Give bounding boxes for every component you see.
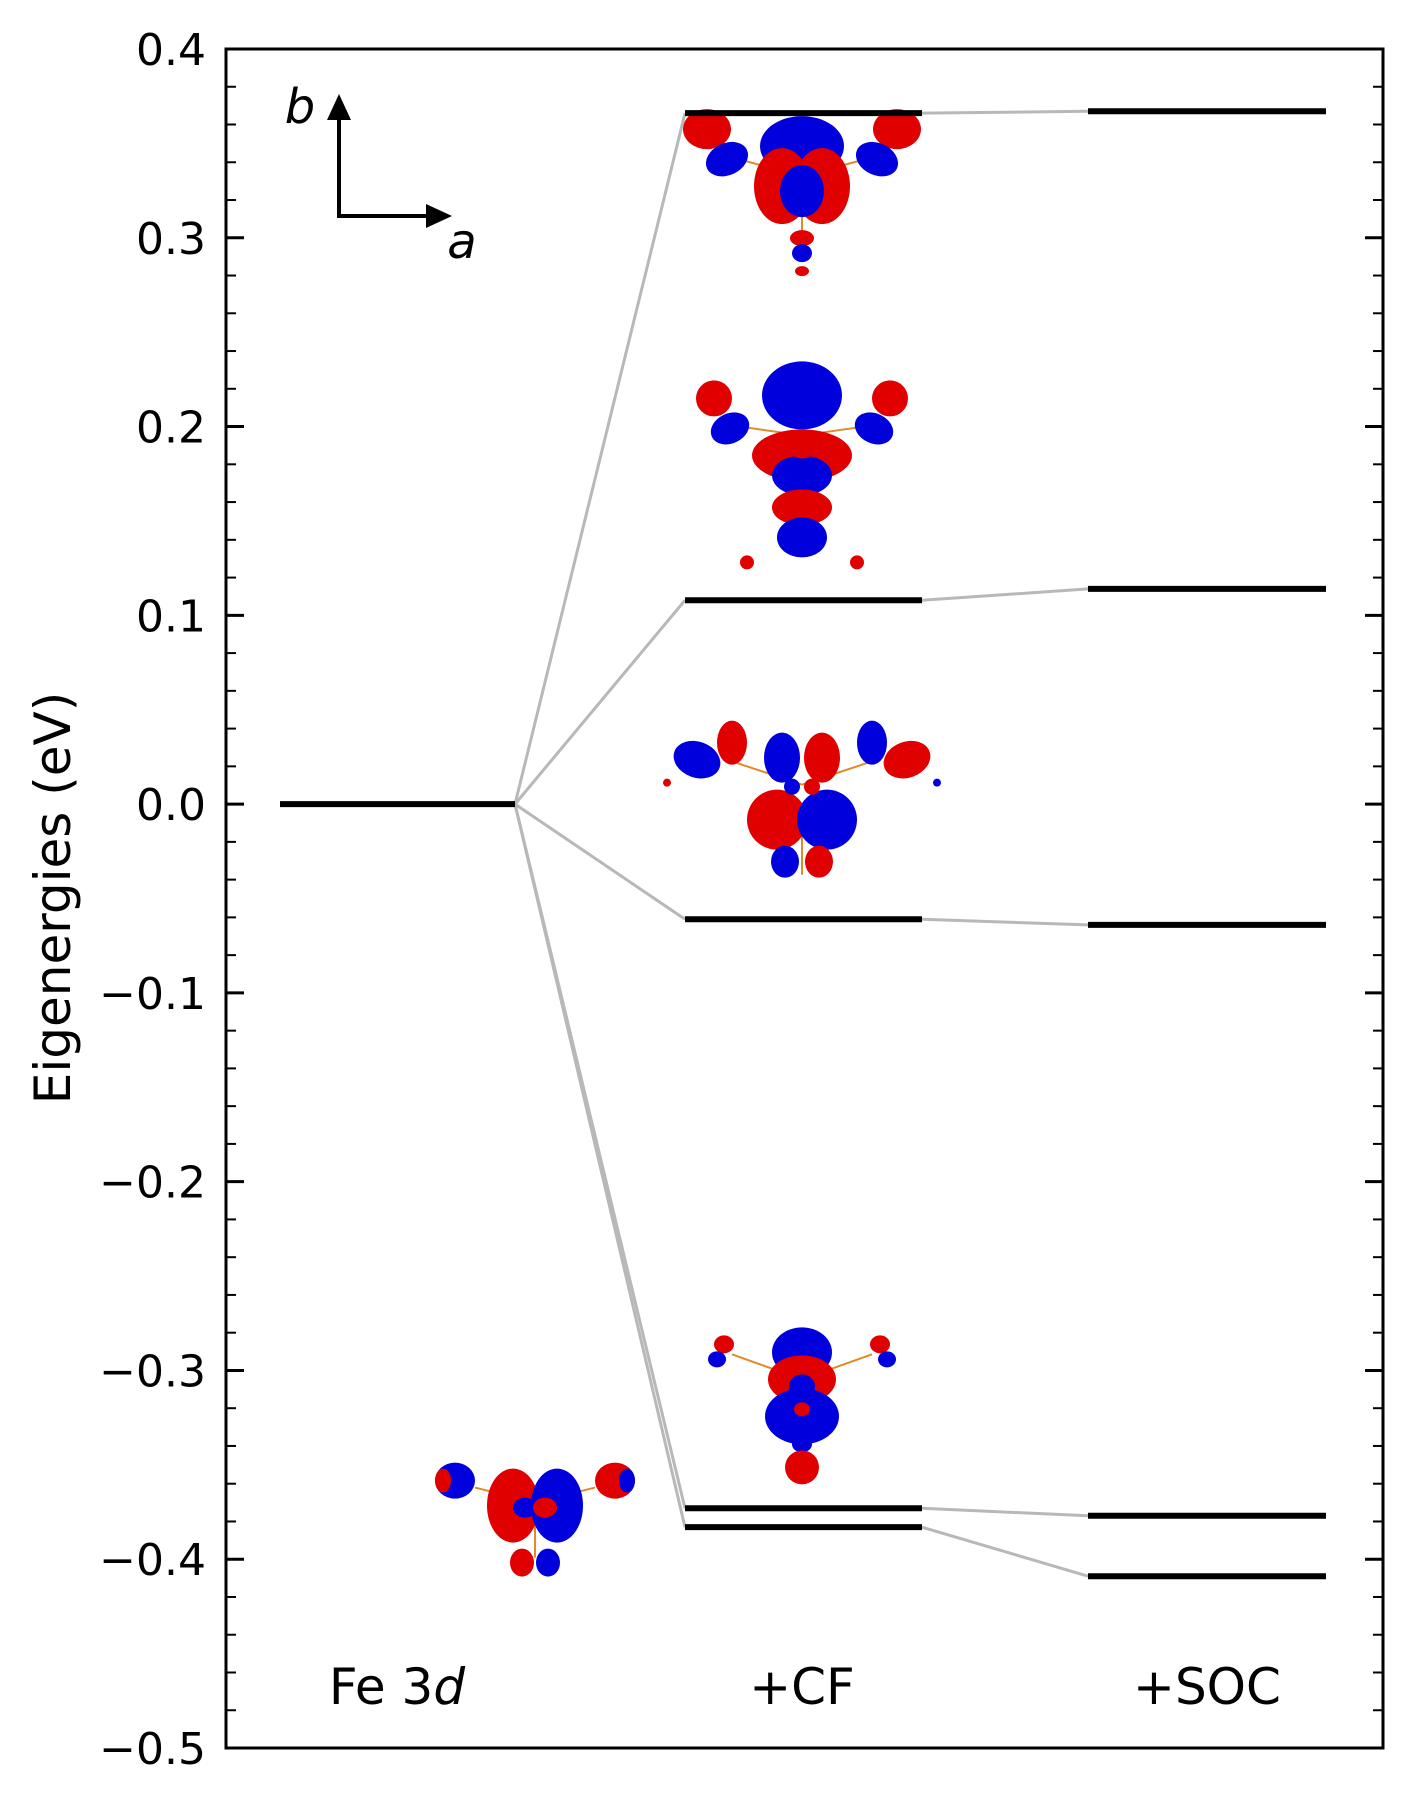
connector-line <box>921 109 1089 115</box>
orbital-lobe <box>777 517 827 558</box>
y-tick-label: 0.0 <box>136 780 206 831</box>
orbital-inset-fe3d <box>435 1462 635 1577</box>
orbital-lobe <box>772 489 832 526</box>
orbital-lobe <box>696 380 732 417</box>
orbital-lobe <box>790 230 814 247</box>
orbital-lobe <box>772 455 832 496</box>
orbital-lobe <box>785 1450 819 1485</box>
orbital-lobe <box>487 1468 539 1543</box>
y-tick-label: −0.3 <box>99 1346 206 1397</box>
orbital-lobe <box>740 555 754 570</box>
orbital-lobe <box>878 1351 896 1368</box>
column-label-text: +SOC <box>1133 1658 1281 1716</box>
a-axis-arrow-head <box>426 204 452 228</box>
orbital-lobe <box>873 109 921 150</box>
orbital-inset-cf <box>663 720 941 878</box>
orbital-lobe <box>789 1374 815 1399</box>
orbital-lobe <box>708 1351 726 1368</box>
y-tick-labels: 0.4 0.3 0.2 0.1 0.0 −0.1 −0.2 −0.3 −0.4 −0.5 <box>99 25 206 1775</box>
connector-line <box>921 587 1089 602</box>
connector-line <box>513 803 687 1528</box>
orbital-lobe <box>531 1468 583 1543</box>
orbital-inset-cf <box>708 1327 896 1485</box>
orbital-lobe <box>792 244 812 263</box>
y-tick-label: −0.4 <box>99 1535 206 1586</box>
orbital-lobe <box>870 1335 890 1354</box>
orbital-lobe <box>510 1548 534 1577</box>
orbital-lobe <box>683 109 731 150</box>
orbital-lobe <box>872 380 908 417</box>
energy-levels <box>280 108 1326 1580</box>
y-axis-title: Eigenergies (eV) <box>24 692 82 1104</box>
orbital-lobe <box>854 412 894 445</box>
connector-line <box>513 599 687 806</box>
orbital-lobe <box>435 1468 451 1493</box>
b-axis-label: b <box>285 79 315 135</box>
orbital-insets <box>435 109 941 1577</box>
y-tick-label: 0.3 <box>136 214 206 265</box>
orbital-lobe <box>710 412 750 445</box>
y-tick-label: 0.2 <box>136 403 206 454</box>
orbital-lobe <box>792 1436 812 1453</box>
connector-line <box>513 112 687 805</box>
connector-lines <box>513 109 1089 1578</box>
orbital-lobe <box>784 778 800 795</box>
orbital-inset-cf <box>696 361 908 570</box>
orbital-lobe <box>705 141 749 177</box>
orbital-lobe <box>850 555 864 570</box>
connector-line <box>921 1506 1089 1518</box>
orbital-lobe <box>764 732 800 783</box>
column-label-soc: +SOC <box>1133 1658 1281 1716</box>
b-axis-arrow-head <box>327 94 351 120</box>
y-tick-label: 0.1 <box>136 591 206 642</box>
orbital-lobe <box>797 789 857 850</box>
y-tick-label: 0.4 <box>136 25 206 76</box>
a-axis-label: a <box>447 214 476 270</box>
y-axis-ticks <box>226 47 1383 1750</box>
orbital-lobe <box>855 141 899 177</box>
orbital-lobe <box>673 740 721 779</box>
y-tick-label: −0.5 <box>99 1724 206 1775</box>
orbital-lobe <box>794 1402 810 1417</box>
orbital-lobe <box>533 1497 557 1518</box>
column-label-cf: +CF <box>749 1658 855 1716</box>
orbital-lobe <box>663 778 671 787</box>
orbital-lobe <box>883 740 931 779</box>
column-label-fe3d: Fe 3d <box>329 1658 466 1716</box>
connector-line <box>921 917 1089 927</box>
orbital-lobe <box>619 1468 635 1493</box>
column-label-text: Fe 3 <box>329 1658 434 1716</box>
connector-line <box>514 802 686 921</box>
orbital-lobe <box>857 720 887 765</box>
orbital-lobe <box>717 720 747 765</box>
orbital-lobe <box>513 1497 537 1518</box>
orbital-lobe <box>780 165 824 218</box>
direction-inset: ba <box>285 79 477 270</box>
orbital-lobe <box>805 845 833 878</box>
y-tick-label: −0.2 <box>99 1158 206 1209</box>
y-tick-label: −0.1 <box>99 969 206 1020</box>
column-label-text: +CF <box>749 1658 855 1716</box>
orbital-lobe <box>771 845 799 878</box>
orbital-lobe <box>762 361 842 430</box>
orbital-lobe <box>747 789 807 850</box>
orbital-lobe <box>795 266 809 277</box>
orbital-lobe <box>804 732 840 783</box>
connector-line <box>921 1525 1089 1578</box>
plot-frame <box>224 47 1385 1750</box>
orbital-lobe <box>714 1335 734 1354</box>
orbital-lobe <box>536 1548 560 1577</box>
orbital-inset-cf <box>683 109 921 277</box>
orbital-lobe <box>933 778 941 787</box>
orbital-lobe <box>787 432 817 459</box>
column-labels: Fe 3d +CF +SOC <box>329 1658 1281 1716</box>
orbital-lobe <box>804 778 820 795</box>
column-label-italic: d <box>433 1658 465 1716</box>
